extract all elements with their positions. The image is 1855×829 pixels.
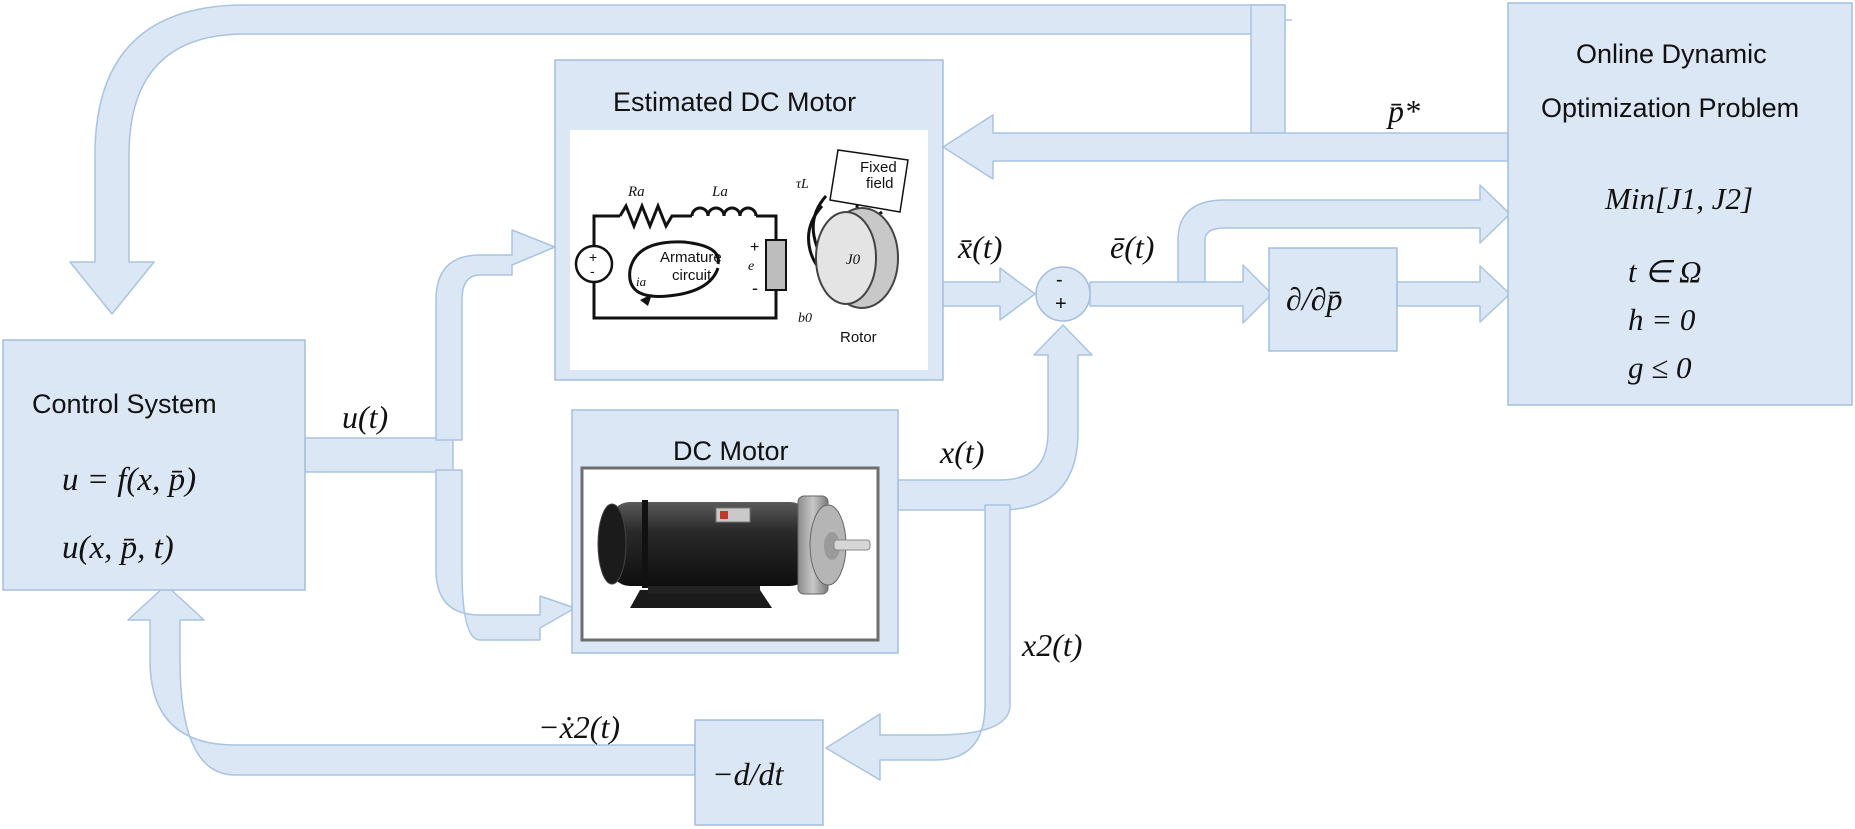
control-law-function: u(x, p̄, t) [62, 530, 174, 566]
control-system-block [2, 339, 306, 591]
emf-minus-label: - [752, 278, 758, 298]
x2-to-derivative-arrow [825, 504, 1011, 781]
resistor-label: Ra [627, 184, 645, 200]
signal-x-label: x(t) [939, 434, 984, 470]
derivative-block [694, 719, 824, 826]
u-to-estimator-arrow [435, 229, 556, 441]
constraint-time-domain: t ∈ Ω [1628, 254, 1702, 289]
dc-motor-circuit-schematic: Ra La ia + e - Armature circuit τL b0 J0… [570, 130, 928, 370]
fixed-field-label-line1: Fixed [860, 159, 897, 176]
estimated-motor-title: Estimated DC Motor [613, 87, 856, 117]
pstar-vertical-link [1250, 4, 1286, 134]
constraint-inequality: g ≤ 0 [1628, 350, 1692, 385]
gradient-operator-label: ∂/∂p̄ [1286, 281, 1343, 317]
gradient-block [1268, 247, 1398, 352]
dc-motor-title: DC Motor [673, 436, 789, 466]
gradient-to-optimizer-arrow [1396, 265, 1511, 323]
optimization-problem-block [1507, 2, 1853, 406]
control-law-equation: u = f(x, p̄) [62, 462, 196, 498]
u-to-motor-arrow [435, 469, 576, 641]
damping-label: b0 [798, 311, 812, 326]
load-torque-label: τL [796, 177, 809, 192]
current-label: ia [636, 274, 647, 289]
source-minus-label: - [590, 263, 595, 279]
u-output-bus [304, 437, 454, 473]
inductor-label: La [711, 184, 728, 200]
summing-junction [1035, 266, 1091, 322]
optimization-objective: Min[J1, J2] [1604, 181, 1753, 216]
x-to-sum-arrow [897, 324, 1093, 511]
signal-pstar-label: p̄* [1386, 93, 1420, 129]
rotor-label: Rotor [840, 329, 877, 346]
constraint-equality: h = 0 [1628, 302, 1696, 337]
signal-ebar-label: ē(t) [1110, 229, 1154, 265]
pstar-feedback-arrow [69, 4, 1286, 315]
control-system-title: Control System [32, 389, 217, 419]
signal-x2-label: x2(t) [1021, 627, 1082, 663]
signal-u-label: u(t) [342, 399, 388, 435]
error-to-gradient-arrow [1089, 264, 1273, 324]
fixed-field-label-line2: field [866, 175, 894, 192]
signal-xbar-label: x̄(t) [957, 229, 1002, 265]
optimization-title-line1: Online Dynamic [1576, 39, 1767, 69]
derivative-feedback-arrow [127, 584, 696, 776]
pstar-to-estimator-arrow [942, 114, 1509, 180]
summing-plus-sign: + [1055, 293, 1067, 315]
armature-label-line1: Armature [660, 249, 722, 266]
armature-label-line2: circuit [672, 267, 712, 284]
derivative-operator-label: −d/dt [712, 756, 784, 792]
source-plus-label: + [589, 249, 597, 265]
emf-label: e [748, 259, 754, 274]
summing-minus-sign: - [1056, 269, 1063, 291]
dc-motor-photo [580, 466, 880, 642]
inertia-label: J0 [846, 252, 861, 268]
emf-plus-label: + [750, 239, 759, 256]
optimization-title-line2: Optimization Problem [1541, 93, 1799, 123]
signal-neg-x2dot-label: −ẋ2(t) [538, 709, 620, 745]
xbar-to-sum-arrow [939, 267, 1036, 321]
